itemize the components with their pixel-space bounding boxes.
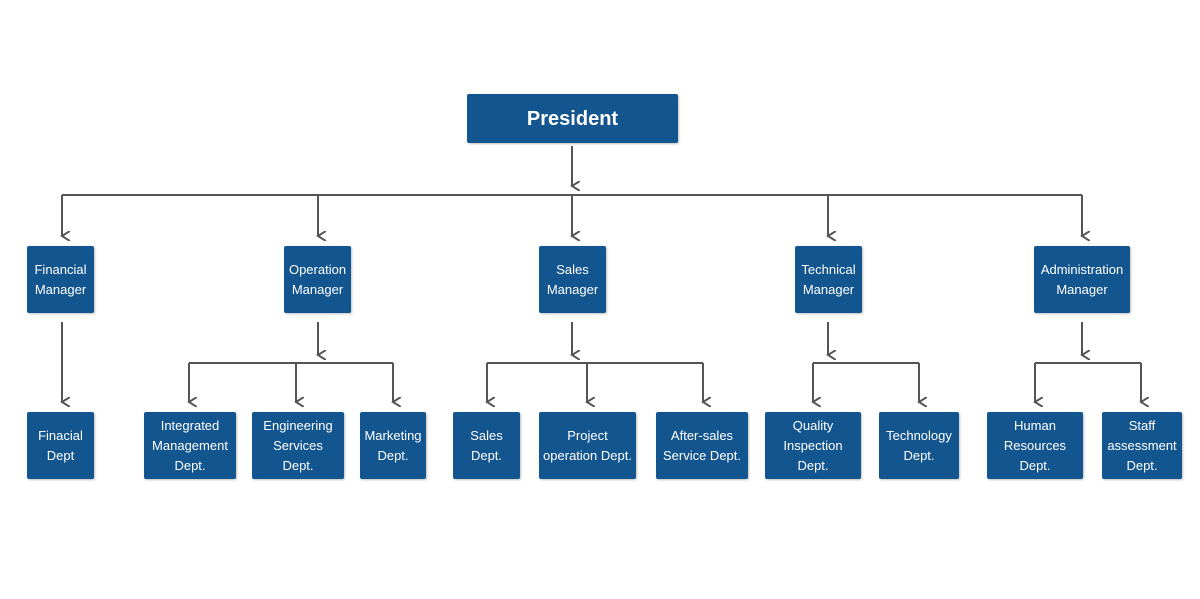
sales-dept-label: Sales Dept. xyxy=(470,427,503,463)
quality-inspection-dept-box: Quality Inspection Dept. xyxy=(765,412,861,479)
human-resources-dept-label: Human Resources Dept. xyxy=(1003,417,1067,473)
quality-inspection-dept-label: Quality Inspection Dept. xyxy=(783,417,843,473)
after-sales-service-dept-label: After-sales Service Dept. xyxy=(662,427,742,463)
operation-manager-box: Operation Manager xyxy=(284,246,351,313)
financial-manager-box: Financial Manager xyxy=(27,246,94,313)
human-resources-dept-box: Human Resources Dept. xyxy=(987,412,1083,479)
finacial-dept-label: Finacial Dept xyxy=(38,427,83,463)
president-label: President xyxy=(526,107,619,130)
staff-assessment-dept-box: Staff assessment Dept. xyxy=(1102,412,1182,479)
marketing-dept-label: Marketing Dept. xyxy=(364,427,422,463)
administration-manager-box: Administration Manager xyxy=(1034,246,1130,313)
finacial-dept-box: Finacial Dept xyxy=(27,412,94,479)
financial-manager-label: Financial Manager xyxy=(34,261,87,297)
project-operation-dept-box: Project operation Dept. xyxy=(539,412,636,479)
technology-dept-box: Technology Dept. xyxy=(879,412,959,479)
engineering-services-dept-label: Engineering Services Dept. xyxy=(263,417,333,473)
engineering-services-dept-box: Engineering Services Dept. xyxy=(252,412,344,479)
after-sales-service-dept-box: After-sales Service Dept. xyxy=(656,412,748,479)
project-operation-dept-label: Project operation Dept. xyxy=(543,427,632,463)
sales-manager-label: Sales Manager xyxy=(546,261,599,297)
integrated-management-dept-label: Integrated Management Dept. xyxy=(152,417,228,473)
sales-manager-box: Sales Manager xyxy=(539,246,606,313)
integrated-management-dept-box: Integrated Management Dept. xyxy=(144,412,236,479)
sales-dept-box: Sales Dept. xyxy=(453,412,520,479)
technology-dept-label: Technology Dept. xyxy=(886,427,952,463)
staff-assessment-dept-label: Staff assessment Dept. xyxy=(1107,417,1177,473)
marketing-dept-box: Marketing Dept. xyxy=(360,412,426,479)
president-box: President xyxy=(467,94,678,143)
administration-manager-label: Administration Manager xyxy=(1040,261,1124,297)
operation-manager-label: Operation Manager xyxy=(288,261,347,297)
technical-manager-box: Technical Manager xyxy=(795,246,862,313)
technical-manager-label: Technical Manager xyxy=(801,261,856,297)
